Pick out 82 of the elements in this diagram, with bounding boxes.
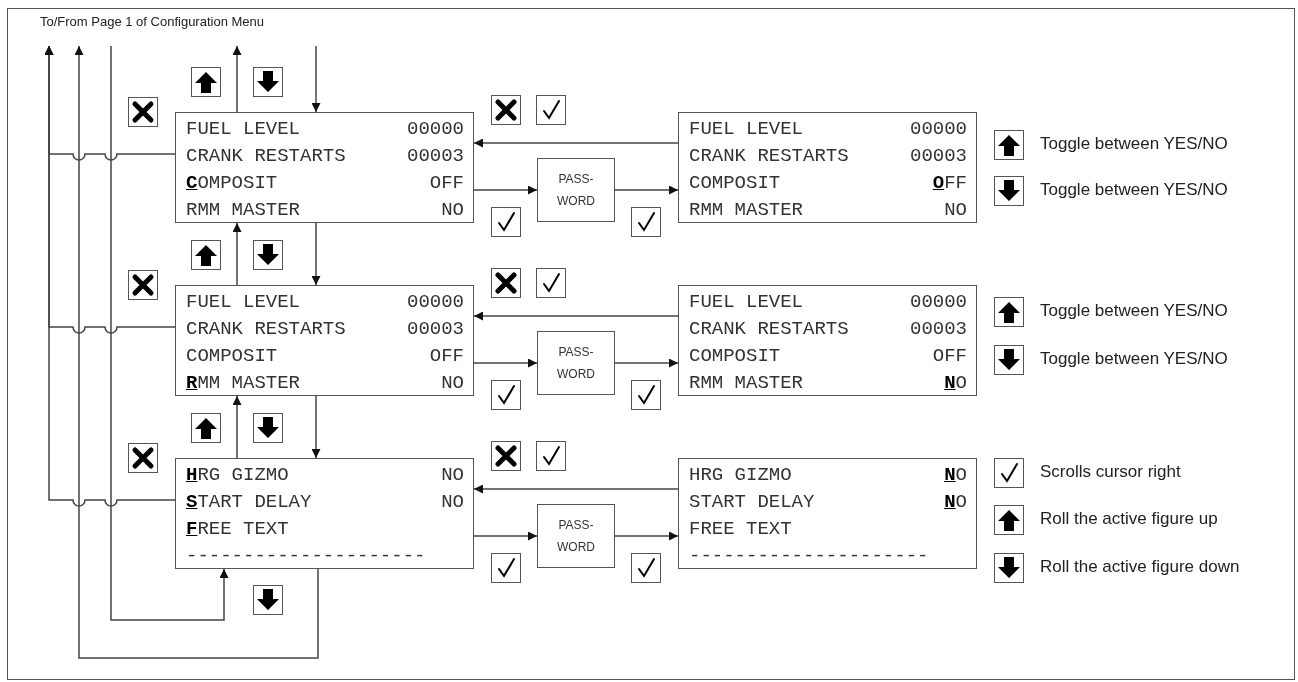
arrow [473, 484, 679, 494]
menu-item-value: 00003 [910, 317, 967, 342]
menu-item-label: START DELAY [186, 490, 312, 515]
menu-item-value: OFF [932, 171, 967, 196]
menu-item-label: START DELAY [689, 490, 815, 515]
menu-item-label: CRANK RESTARTS [689, 144, 849, 169]
box-label: PASS- WORD [556, 171, 596, 210]
menu-item-label: --------------------- [689, 544, 929, 569]
arrow [74, 45, 319, 659]
menu-item-label: RMM MASTER [689, 371, 804, 396]
box-label: PASS- WORD [556, 517, 596, 556]
menu-item-value: NO [944, 463, 967, 488]
menu-item-value: 00000 [910, 117, 967, 142]
arrow [473, 185, 538, 195]
legend-text: Toggle between YES/NO [1040, 301, 1228, 321]
menu-item-label: --------------------- [186, 544, 426, 569]
menu-item-label: CRANK RESTARTS [186, 317, 346, 342]
arrow [232, 45, 242, 113]
menu-item-label: FREE TEXT [689, 517, 792, 542]
menu-link-text: To/From Page 1 of Configuration Menu [40, 14, 340, 46]
display-screen [175, 112, 474, 223]
arrow [614, 185, 679, 195]
menu-item-label: CRANK RESTARTS [689, 317, 849, 342]
arrow [473, 358, 538, 368]
arrow [614, 358, 679, 368]
arrow [232, 222, 242, 286]
legend-text: Scrolls cursor right [1040, 462, 1181, 482]
arrow [614, 531, 679, 541]
menu-item-label: COMPOSIT [689, 171, 781, 196]
menu-item-value: 00000 [407, 117, 464, 142]
legend-text: Roll the active figure up [1040, 509, 1218, 529]
menu-item-label: FUEL LEVEL [186, 117, 301, 142]
menu-item-label: COMPOSIT [186, 171, 278, 196]
arrow [473, 138, 679, 148]
arrow [232, 395, 242, 459]
menu-item-value: 00000 [407, 290, 464, 315]
menu-item-label: CRANK RESTARTS [186, 144, 346, 169]
menu-item-value: 00000 [910, 290, 967, 315]
process-box [537, 504, 615, 568]
legend-text: Toggle between YES/NO [1040, 134, 1228, 154]
box-label: PASS- WORD [556, 344, 596, 383]
menu-item-label: HRG GIZMO [689, 463, 792, 488]
legend-text: Roll the active figure down [1040, 557, 1240, 577]
menu-item-label: FUEL LEVEL [689, 290, 804, 315]
menu-item-value: 00003 [407, 317, 464, 342]
menu-item-label: RMM MASTER [186, 371, 301, 396]
arrow [44, 45, 176, 507]
menu-item-label: COMPOSIT [689, 344, 781, 369]
arrow [311, 395, 321, 459]
menu-item-label: HRG GIZMO [186, 463, 289, 488]
menu-item-value: OFF [932, 344, 967, 369]
menu-item-label: RMM MASTER [689, 198, 804, 223]
menu-item-value: NO [441, 371, 464, 396]
menu-item-value: NO [944, 198, 967, 223]
menu-item-value: NO [944, 371, 967, 396]
display-screen [678, 458, 977, 569]
arrow [110, 45, 229, 621]
menu-item-value: 00003 [910, 144, 967, 169]
arrow [473, 531, 538, 541]
display-screen [678, 112, 977, 223]
menu-item-value: NO [441, 198, 464, 223]
process-box [537, 331, 615, 395]
menu-item-value: NO [441, 463, 464, 488]
menu-item-label: FREE TEXT [186, 517, 289, 542]
menu-item-label: FUEL LEVEL [186, 290, 301, 315]
process-box [537, 158, 615, 222]
arrow [311, 222, 321, 286]
display-screen [175, 285, 474, 396]
menu-item-value: NO [944, 490, 967, 515]
arrow [311, 45, 321, 113]
legend-text: Toggle between YES/NO [1040, 349, 1228, 369]
display-screen [678, 285, 977, 396]
menu-item-value: 00003 [407, 144, 464, 169]
menu-item-value: OFF [429, 344, 464, 369]
arrow [473, 311, 679, 321]
menu-item-label: RMM MASTER [186, 198, 301, 223]
display-screen [175, 458, 474, 569]
menu-item-label: COMPOSIT [186, 344, 278, 369]
menu-item-value: OFF [429, 171, 464, 196]
menu-item-value: NO [441, 490, 464, 515]
menu-item-label: FUEL LEVEL [689, 117, 804, 142]
legend-text: Toggle between YES/NO [1040, 180, 1228, 200]
